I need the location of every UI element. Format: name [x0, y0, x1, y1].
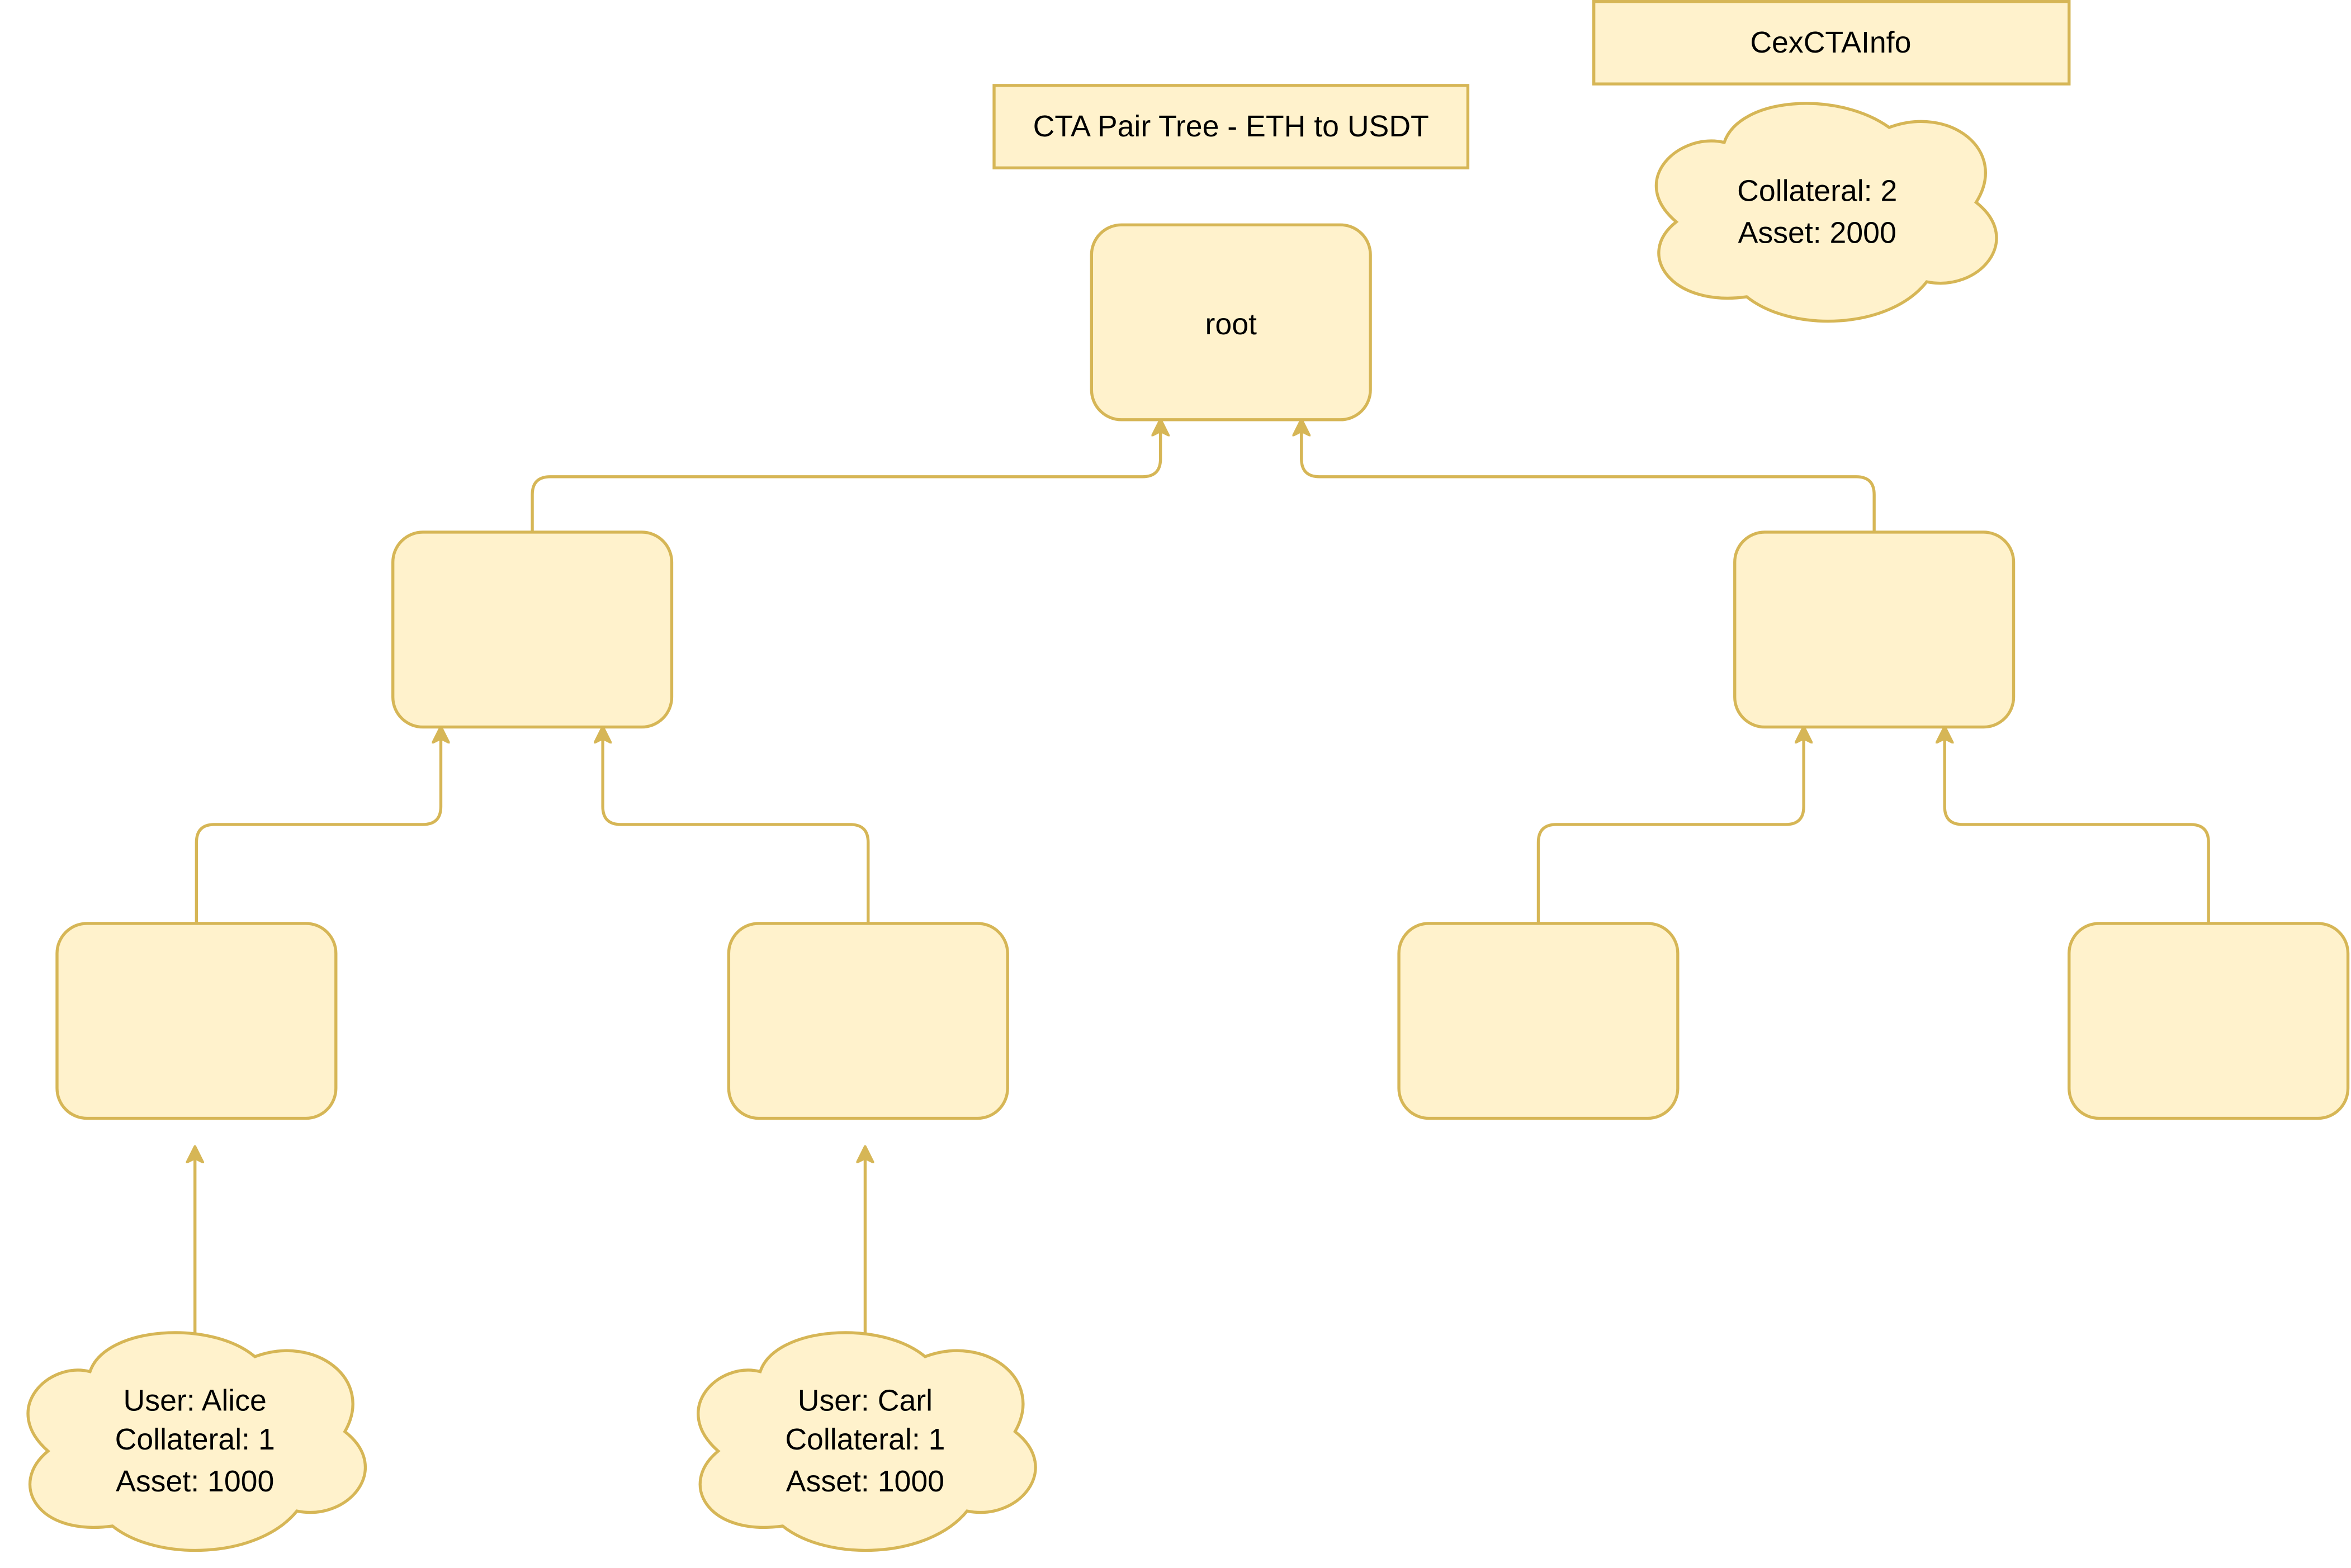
edge-right-to-root: [1302, 427, 1876, 532]
tree-node-root: root: [1090, 223, 1372, 421]
cex-cta-info-box: CexCTAInfo: [1592, 0, 2071, 86]
cex-info-cloud: Collateral: 2 Asset: 2000: [1654, 102, 1998, 323]
tree-node-level1-right: [1733, 530, 2016, 729]
tree-node-leaf-4: [2068, 922, 2350, 1120]
tree-node-level1-left: [391, 530, 674, 729]
cex-info-collateral: Collateral: 2: [1737, 174, 1897, 207]
user-cloud-alice: User: Alice Collateral: 1 Asset: 1000: [26, 1331, 367, 1552]
page-title: CTA Pair Tree - ETH to USDT: [1033, 110, 1429, 143]
edge-leaf2-to-left: [603, 735, 870, 923]
title-box: CTA Pair Tree - ETH to USDT: [992, 84, 1470, 170]
carl-collateral: Collateral: 1: [785, 1423, 945, 1456]
edge-leaf1-to-left: [195, 735, 441, 923]
edge-leaf3-to-right: [1536, 735, 1804, 923]
tree-connectors: [195, 427, 2210, 1342]
alice-user: User: Alice: [124, 1384, 267, 1417]
carl-asset: Asset: 1000: [786, 1465, 944, 1498]
edge-leaf4-to-right: [1945, 735, 2210, 923]
tree-node-leaf-2: [727, 922, 1009, 1120]
cex-cta-info-label: CexCTAInfo: [1750, 26, 1911, 59]
tree-node-leaf-3: [1397, 922, 1680, 1120]
user-cloud-carl: User: Carl Collateral: 1 Asset: 1000: [697, 1331, 1037, 1552]
alice-asset: Asset: 1000: [116, 1465, 274, 1498]
tree-node-leaf-1: [55, 922, 338, 1120]
carl-user: User: Carl: [798, 1384, 933, 1417]
alice-collateral: Collateral: 1: [115, 1423, 275, 1456]
edge-left-to-root: [531, 427, 1161, 532]
root-label: root: [1205, 307, 1257, 341]
cex-info-asset: Asset: 2000: [1738, 216, 1896, 249]
